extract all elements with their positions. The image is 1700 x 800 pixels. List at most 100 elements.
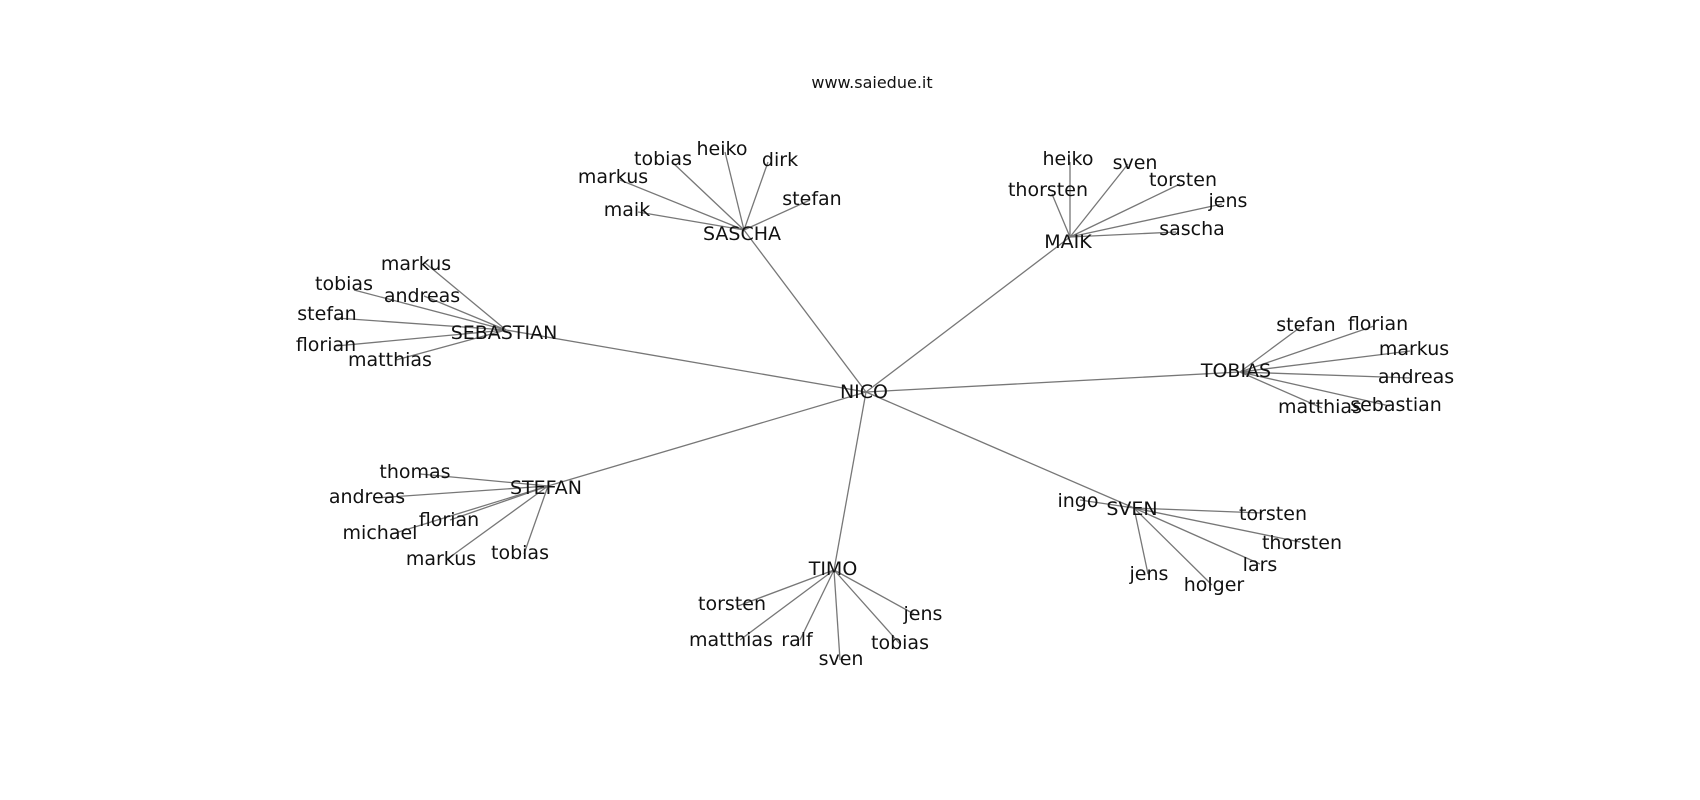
leaf-sven-ingo: ingo	[1057, 490, 1098, 512]
leaf-sven-thorsten: thorsten	[1262, 532, 1342, 554]
leaf-sven-holger: holger	[1184, 574, 1245, 596]
edge-stefan-tobias	[523, 485, 549, 555]
hub-tobias: TOBIAS	[1200, 360, 1271, 382]
edge-center-sven	[865, 391, 1135, 509]
leaf-sven-torsten: torsten	[1239, 503, 1307, 525]
leaf-sebastian-markus: markus	[381, 253, 451, 275]
edge-tobias-stefan	[1239, 325, 1303, 373]
edge-maik-sven	[1069, 163, 1129, 238]
edge-sven-holger	[1133, 507, 1213, 586]
leaf-sascha-dirk: dirk	[762, 149, 798, 171]
edge-tobias-markus	[1239, 350, 1411, 373]
leaf-stefan-michael: michael	[343, 522, 418, 544]
leaf-maik-jens: jens	[1208, 190, 1248, 212]
edge-center-tobias	[865, 371, 1241, 393]
edge-maik-jens	[1069, 203, 1223, 238]
leaf-stefan-tobias: tobias	[491, 542, 549, 564]
leaf-tobias-markus: markus	[1379, 338, 1449, 360]
leaf-tobias-andreas: andreas	[1378, 366, 1454, 388]
edge-timo-matthias	[739, 569, 835, 641]
edge-timo-tobias	[833, 569, 901, 645]
edge-timo-sven	[833, 569, 841, 661]
edge-sebastian-stefan	[335, 317, 507, 331]
leaf-maik-thorsten: thorsten	[1008, 179, 1088, 201]
leaf-maik-torsten: torsten	[1149, 169, 1217, 191]
hub-timo: TIMO	[808, 558, 858, 580]
leaf-sascha-markus: markus	[578, 166, 648, 188]
leaf-sebastian-andreas: andreas	[384, 285, 460, 307]
leaf-stefan-andreas: andreas	[329, 486, 405, 508]
edge-stefan-andreas	[375, 485, 549, 499]
leaf-timo-jens: jens	[903, 603, 943, 625]
edge-timo-ralf	[799, 569, 835, 641]
leaf-timo-ralf: ralf	[781, 629, 814, 651]
leaf-maik-heiko: heiko	[1043, 148, 1094, 170]
edge-center-sebastian	[505, 329, 867, 393]
edge-sven-lars	[1133, 507, 1261, 565]
leaf-sebastian-stefan: stefan	[297, 303, 356, 325]
hub-maik: MAIK	[1044, 231, 1092, 253]
edge-sascha-maik	[637, 211, 745, 231]
hub-sven: SVEN	[1106, 498, 1157, 520]
edge-sven-torsten	[1133, 507, 1263, 514]
edge-timo-jens	[833, 569, 915, 615]
edge-sebastian-markus	[423, 261, 507, 331]
edge-sven-jens	[1133, 507, 1149, 575]
leaf-sven-lars: lars	[1243, 554, 1278, 576]
edge-tobias-sebastian	[1239, 371, 1391, 407]
edge-sascha-dirk	[743, 161, 769, 231]
edge-sven-ingo	[1079, 499, 1135, 509]
edge-sascha-heiko	[724, 151, 745, 231]
edge-maik-sascha	[1069, 231, 1177, 238]
leaf-sascha-stefan: stefan	[782, 188, 841, 210]
edge-sebastian-florian	[335, 329, 507, 347]
edge-sebastian-andreas	[423, 295, 507, 331]
leaf-tobias-sebastian: sebastian	[1350, 394, 1442, 416]
edge-stefan-michael	[391, 485, 549, 535]
edge-center-stefan	[547, 391, 867, 487]
edge-sebastian-tobias	[353, 289, 507, 331]
leaf-timo-matthias: matthias	[689, 629, 773, 651]
leaf-timo-tobias: tobias	[871, 632, 929, 654]
edge-tobias-florian	[1239, 325, 1375, 373]
edges	[335, 151, 1413, 661]
leaf-sascha-heiko: heiko	[697, 138, 748, 160]
leaf-stefan-thomas: thomas	[379, 461, 450, 483]
edge-timo-torsten	[737, 569, 835, 607]
edge-sascha-tobias	[671, 161, 745, 231]
hub-sascha: SASCHA	[703, 223, 781, 245]
edge-sebastian-matthias	[395, 329, 507, 361]
leaf-sebastian-tobias: tobias	[315, 273, 373, 295]
leaf-sascha-tobias: tobias	[634, 148, 692, 170]
leaf-sebastian-florian: florian	[296, 334, 356, 356]
edge-stefan-markus	[445, 485, 549, 561]
leaf-stefan-markus: markus	[406, 548, 476, 570]
leaf-sebastian-matthias: matthias	[348, 349, 432, 371]
leaf-sven-jens: jens	[1129, 563, 1169, 585]
leaf-timo-sven: sven	[819, 648, 864, 670]
labels: www.saiedue.it NICO SASCHA tobias heiko …	[296, 73, 1454, 670]
edge-tobias-matthias	[1239, 371, 1323, 409]
edge-maik-torsten	[1069, 183, 1181, 238]
leaf-tobias-stefan: stefan	[1276, 314, 1335, 336]
leaf-tobias-matthias: matthias	[1278, 396, 1362, 418]
edge-tobias-andreas	[1239, 371, 1413, 379]
leaf-timo-torsten: torsten	[698, 593, 766, 615]
edge-center-maik	[865, 236, 1071, 393]
edge-center-sascha	[743, 229, 867, 393]
leaf-tobias-florian: florian	[1348, 313, 1408, 335]
edge-sascha-stefan	[743, 199, 811, 231]
leaf-maik-sven: sven	[1113, 152, 1158, 174]
center-node: NICO	[840, 381, 888, 403]
edge-center-timo	[833, 391, 867, 571]
hub-stefan: STEFAN	[510, 477, 582, 499]
hub-sebastian: SEBASTIAN	[451, 322, 558, 344]
edge-sascha-markus	[619, 179, 745, 231]
leaf-stefan-florian: florian	[419, 509, 479, 531]
leaf-sascha-maik: maik	[604, 199, 650, 221]
leaf-maik-sascha: sascha	[1159, 218, 1225, 240]
edge-maik-thorsten	[1051, 193, 1071, 238]
site-watermark: www.saiedue.it	[811, 73, 932, 92]
